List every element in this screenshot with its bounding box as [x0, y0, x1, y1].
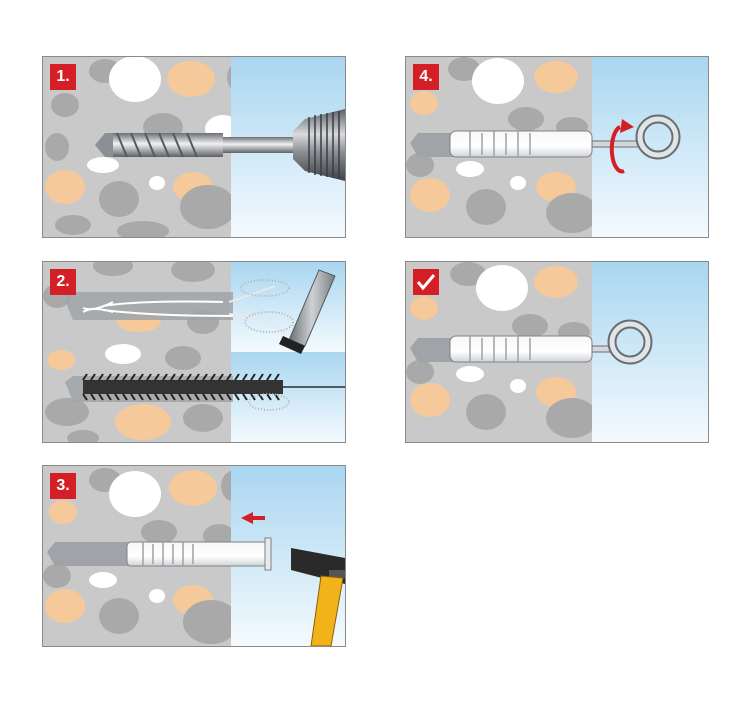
- eye-hook-icon: [591, 114, 681, 160]
- eye-hook-icon: [591, 319, 653, 365]
- drill-bit: [95, 132, 293, 158]
- blow-out-hole: [65, 279, 294, 335]
- cleaning-brush-icon: [65, 373, 345, 411]
- air-background-lower: [231, 352, 345, 442]
- step-number-badge: 4.: [413, 64, 439, 90]
- wall-plug: [126, 537, 272, 571]
- step-4-panel: 4.: [405, 56, 709, 238]
- checkmark-badge: [413, 269, 439, 295]
- finished-illustration: [406, 262, 708, 442]
- wall-stones: [406, 262, 598, 438]
- drilling-illustration: [45, 57, 345, 237]
- drill-chuck: [293, 109, 345, 181]
- blow-pump-icon: [279, 269, 336, 354]
- wall-stones: [406, 57, 598, 233]
- cleaning-illustration: [43, 262, 345, 442]
- hammering-illustration: [43, 466, 345, 646]
- step-number-badge: 1.: [50, 64, 76, 90]
- step-number-badge: 3.: [50, 473, 76, 499]
- step-2-panel: 2.: [42, 261, 346, 443]
- step-done-panel: [405, 261, 709, 443]
- screwing-illustration: [406, 57, 708, 237]
- push-direction-arrow: [241, 512, 265, 524]
- checkmark-icon: [416, 274, 436, 291]
- drilled-hole: [47, 542, 143, 566]
- step-1-panel: 1.: [42, 56, 346, 238]
- step-number-badge: 2.: [50, 269, 76, 295]
- rotate-arrow-icon: [609, 119, 634, 174]
- hammer-icon: [291, 548, 345, 646]
- wall-plug: [449, 130, 593, 158]
- step-3-panel: 3.: [42, 465, 346, 647]
- wall-stones: [43, 468, 249, 644]
- wall-plug: [449, 335, 593, 363]
